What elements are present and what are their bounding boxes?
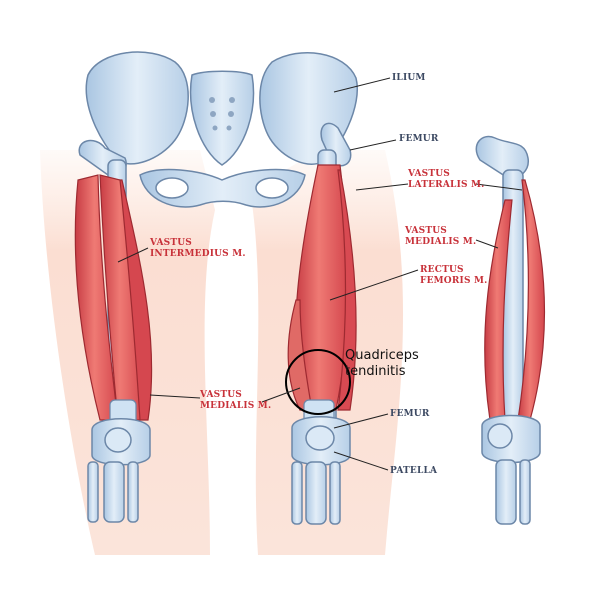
rectus-femoris-leader bbox=[329, 269, 419, 301]
left-patella bbox=[104, 427, 132, 453]
middle-patella bbox=[305, 425, 335, 451]
vastus-intermedius-leader bbox=[117, 247, 149, 263]
ilium-leader bbox=[333, 77, 391, 93]
vastus-lateralis-leader bbox=[355, 183, 523, 191]
sacral-foramina bbox=[209, 97, 235, 131]
label-femur-top: FEMUR bbox=[399, 134, 439, 145]
label-vastus-intermedius: VASTUS INTERMEDIUS M. bbox=[150, 238, 246, 260]
label-vastus-lateralis-line2: LATERALIS M. bbox=[408, 180, 485, 190]
label-vastus-intermedius-line1: VASTUS bbox=[150, 238, 193, 248]
label-femur-bottom: FEMUR bbox=[390, 409, 430, 420]
label-vastus-medialis-bottom: VASTUS MEDIALIS M. bbox=[200, 390, 271, 412]
callout-line2: tendinitis bbox=[345, 364, 406, 379]
label-vastus-medialis-right: VASTUS MEDIALIS M. bbox=[405, 226, 476, 248]
side-leg bbox=[475, 135, 546, 525]
side-patella bbox=[487, 423, 513, 449]
label-femur-top-text: FEMUR bbox=[399, 134, 439, 144]
vastus-medialis-right-leader bbox=[475, 239, 499, 249]
label-vastus-intermedius-line2: INTERMEDIUS M. bbox=[150, 249, 246, 259]
left-leg bbox=[74, 139, 153, 523]
left-tibia bbox=[103, 461, 125, 523]
middle-fibula bbox=[329, 461, 341, 525]
label-femur-bottom-text: FEMUR bbox=[390, 409, 430, 419]
left-vastus-medialis bbox=[119, 179, 153, 421]
label-vastus-lateralis-line1: VASTUS bbox=[408, 169, 451, 179]
label-vastus-medialis-right-line2: MEDIALIS M. bbox=[405, 237, 477, 247]
tendinitis-highlight-circle bbox=[285, 349, 351, 415]
left-ilium bbox=[85, 51, 189, 165]
label-vastus-medialis-right-line1: VASTUS bbox=[405, 226, 448, 236]
callout-line1: Quadriceps bbox=[345, 348, 419, 363]
label-rectus-femoris-line2: FEMORIS M. bbox=[420, 276, 488, 286]
side-fibula bbox=[519, 459, 531, 525]
label-vastus-lateralis: VASTUS LATERALIS M. bbox=[408, 169, 485, 191]
label-ilium-text: ILIUM bbox=[392, 73, 426, 83]
label-patella-text: PATELLA bbox=[390, 466, 438, 476]
label-rectus-femoris-line1: RECTUS bbox=[420, 265, 464, 275]
patella-leader bbox=[333, 451, 389, 471]
sacrum bbox=[189, 70, 255, 166]
left-fibula-outer bbox=[87, 461, 99, 523]
middle-vastus-lateralis bbox=[337, 169, 357, 411]
femur-top-leader bbox=[349, 139, 397, 151]
left-obturator bbox=[155, 177, 189, 199]
side-tibia bbox=[495, 459, 517, 525]
middle-fibula-outer bbox=[291, 461, 303, 525]
label-vastus-medialis-bottom-line2: MEDIALIS M. bbox=[200, 401, 272, 411]
label-rectus-femoris: RECTUS FEMORIS M. bbox=[420, 265, 487, 287]
leader-lines bbox=[117, 77, 523, 471]
label-patella: PATELLA bbox=[390, 466, 437, 477]
femur-bottom-leader bbox=[333, 413, 389, 429]
label-ilium: ILIUM bbox=[392, 73, 426, 84]
vastus-medialis-bottom-leader bbox=[149, 387, 301, 403]
tendinitis-callout: Quadriceps tendinitis bbox=[345, 348, 419, 380]
label-vastus-medialis-bottom-line1: VASTUS bbox=[200, 390, 243, 400]
left-fibula bbox=[127, 461, 139, 523]
middle-leg bbox=[285, 122, 357, 525]
middle-tibia bbox=[305, 461, 327, 525]
right-obturator bbox=[255, 177, 289, 199]
pelvis bbox=[85, 51, 358, 208]
